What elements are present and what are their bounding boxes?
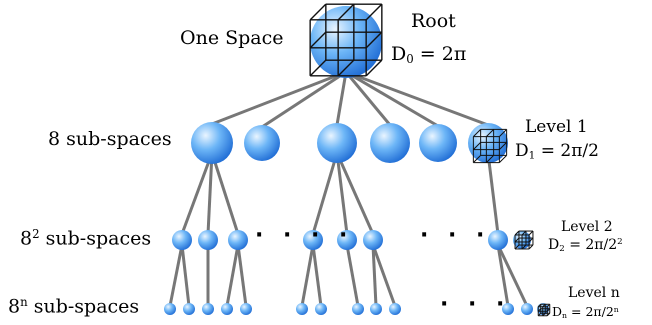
level2-sphere-3 bbox=[303, 230, 323, 250]
edge-l1-l2-5-6 bbox=[486, 152, 500, 235]
leveln-formula: Dn = 2π/2n bbox=[552, 304, 619, 320]
leveln-sphere-0 bbox=[164, 303, 176, 315]
edge-root-l1-4 bbox=[345, 70, 439, 128]
level2-label: Level 2 bbox=[561, 219, 613, 235]
level1-count-label: 8 sub-spaces bbox=[48, 128, 172, 150]
root-label: Root bbox=[411, 10, 456, 32]
edge-l2-ln-5-9 bbox=[371, 244, 397, 307]
level2-sphere-6 bbox=[488, 230, 508, 250]
leveln-count-label: 8n sub-spaces bbox=[8, 295, 140, 318]
edge-l1-l2-0-1 bbox=[206, 152, 214, 235]
leveln-sphere-6 bbox=[315, 303, 327, 315]
edge-l2-ln-6-11 bbox=[496, 244, 529, 307]
edge-l1-l2-0-0 bbox=[180, 152, 214, 235]
edge-root-l1-2 bbox=[335, 71, 348, 126]
level1-sphere-1 bbox=[244, 125, 280, 161]
leveln-sphere-10 bbox=[502, 303, 514, 315]
level1-sphere-4 bbox=[419, 124, 457, 162]
level1-sphere-2 bbox=[317, 123, 357, 163]
level1-sphere-0 bbox=[191, 122, 233, 164]
level2-ellipsis-left: · · · · bbox=[255, 223, 354, 248]
edge-l2-ln-2-4 bbox=[236, 244, 248, 307]
level2-sphere-4 bbox=[337, 230, 357, 250]
leveln-sphere-1 bbox=[183, 303, 195, 315]
edge-l2-ln-0-1 bbox=[180, 244, 191, 307]
edge-root-l1-5 bbox=[345, 70, 489, 127]
edge-l2-ln-5-8 bbox=[371, 244, 378, 307]
level2-formula: D2 = 2π/22 bbox=[548, 237, 623, 255]
edge-l1-l2-2-4 bbox=[335, 152, 349, 235]
level1-label: Level 1 bbox=[525, 117, 588, 137]
edge-l2-ln-0-0 bbox=[168, 244, 184, 307]
edge-root-l1-0 bbox=[211, 70, 347, 126]
edge-l1-l2-2-3 bbox=[311, 152, 339, 235]
root-formula: D0 = 2π bbox=[391, 43, 467, 66]
level2-sphere-2 bbox=[228, 230, 248, 250]
leveln-sphere-7 bbox=[352, 303, 364, 315]
edge-l2-ln-3-5 bbox=[300, 244, 315, 307]
edge-root-l1-3 bbox=[344, 71, 392, 126]
leveln-cube-icon bbox=[537, 303, 551, 317]
level2-ellipsis-right: · · · bbox=[420, 223, 491, 248]
edge-l2-ln-4-7 bbox=[345, 244, 360, 307]
level2-cube-icon bbox=[514, 230, 534, 250]
root-cube-icon bbox=[309, 3, 383, 77]
edge-l2-ln-6-10 bbox=[496, 244, 510, 307]
leveln-sphere-8 bbox=[370, 303, 382, 315]
edge-root-l1-1 bbox=[261, 70, 347, 129]
edge-l2-ln-2-3 bbox=[225, 244, 240, 307]
leveln-sphere-5 bbox=[296, 303, 308, 315]
leveln-sphere-4 bbox=[240, 303, 252, 315]
level1-cube-icon bbox=[472, 128, 508, 164]
level2-sphere-1 bbox=[198, 230, 218, 250]
leveln-sphere-3 bbox=[221, 303, 233, 315]
leveln-sphere-9 bbox=[389, 303, 401, 315]
level1-sphere-5 bbox=[468, 123, 508, 163]
level2-count-label: 82 sub-spaces bbox=[20, 227, 152, 250]
edge-l2-ln-3-6 bbox=[311, 244, 323, 307]
level2-sphere-0 bbox=[172, 230, 192, 250]
edge-l1-l2-2-5 bbox=[335, 152, 375, 235]
leveln-sphere-11 bbox=[521, 303, 533, 315]
leveln-sphere-2 bbox=[202, 303, 214, 315]
level2-sphere-5 bbox=[363, 230, 383, 250]
leveln-ellipsis: · · · bbox=[440, 292, 511, 317]
edge-l1-l2-0-2 bbox=[210, 152, 240, 235]
level1-formula: D1 = 2π/2 bbox=[515, 141, 599, 162]
root-left-label: One Space bbox=[180, 27, 284, 49]
leveln-label: Level n bbox=[568, 285, 620, 301]
level1-sphere-3 bbox=[370, 123, 410, 163]
